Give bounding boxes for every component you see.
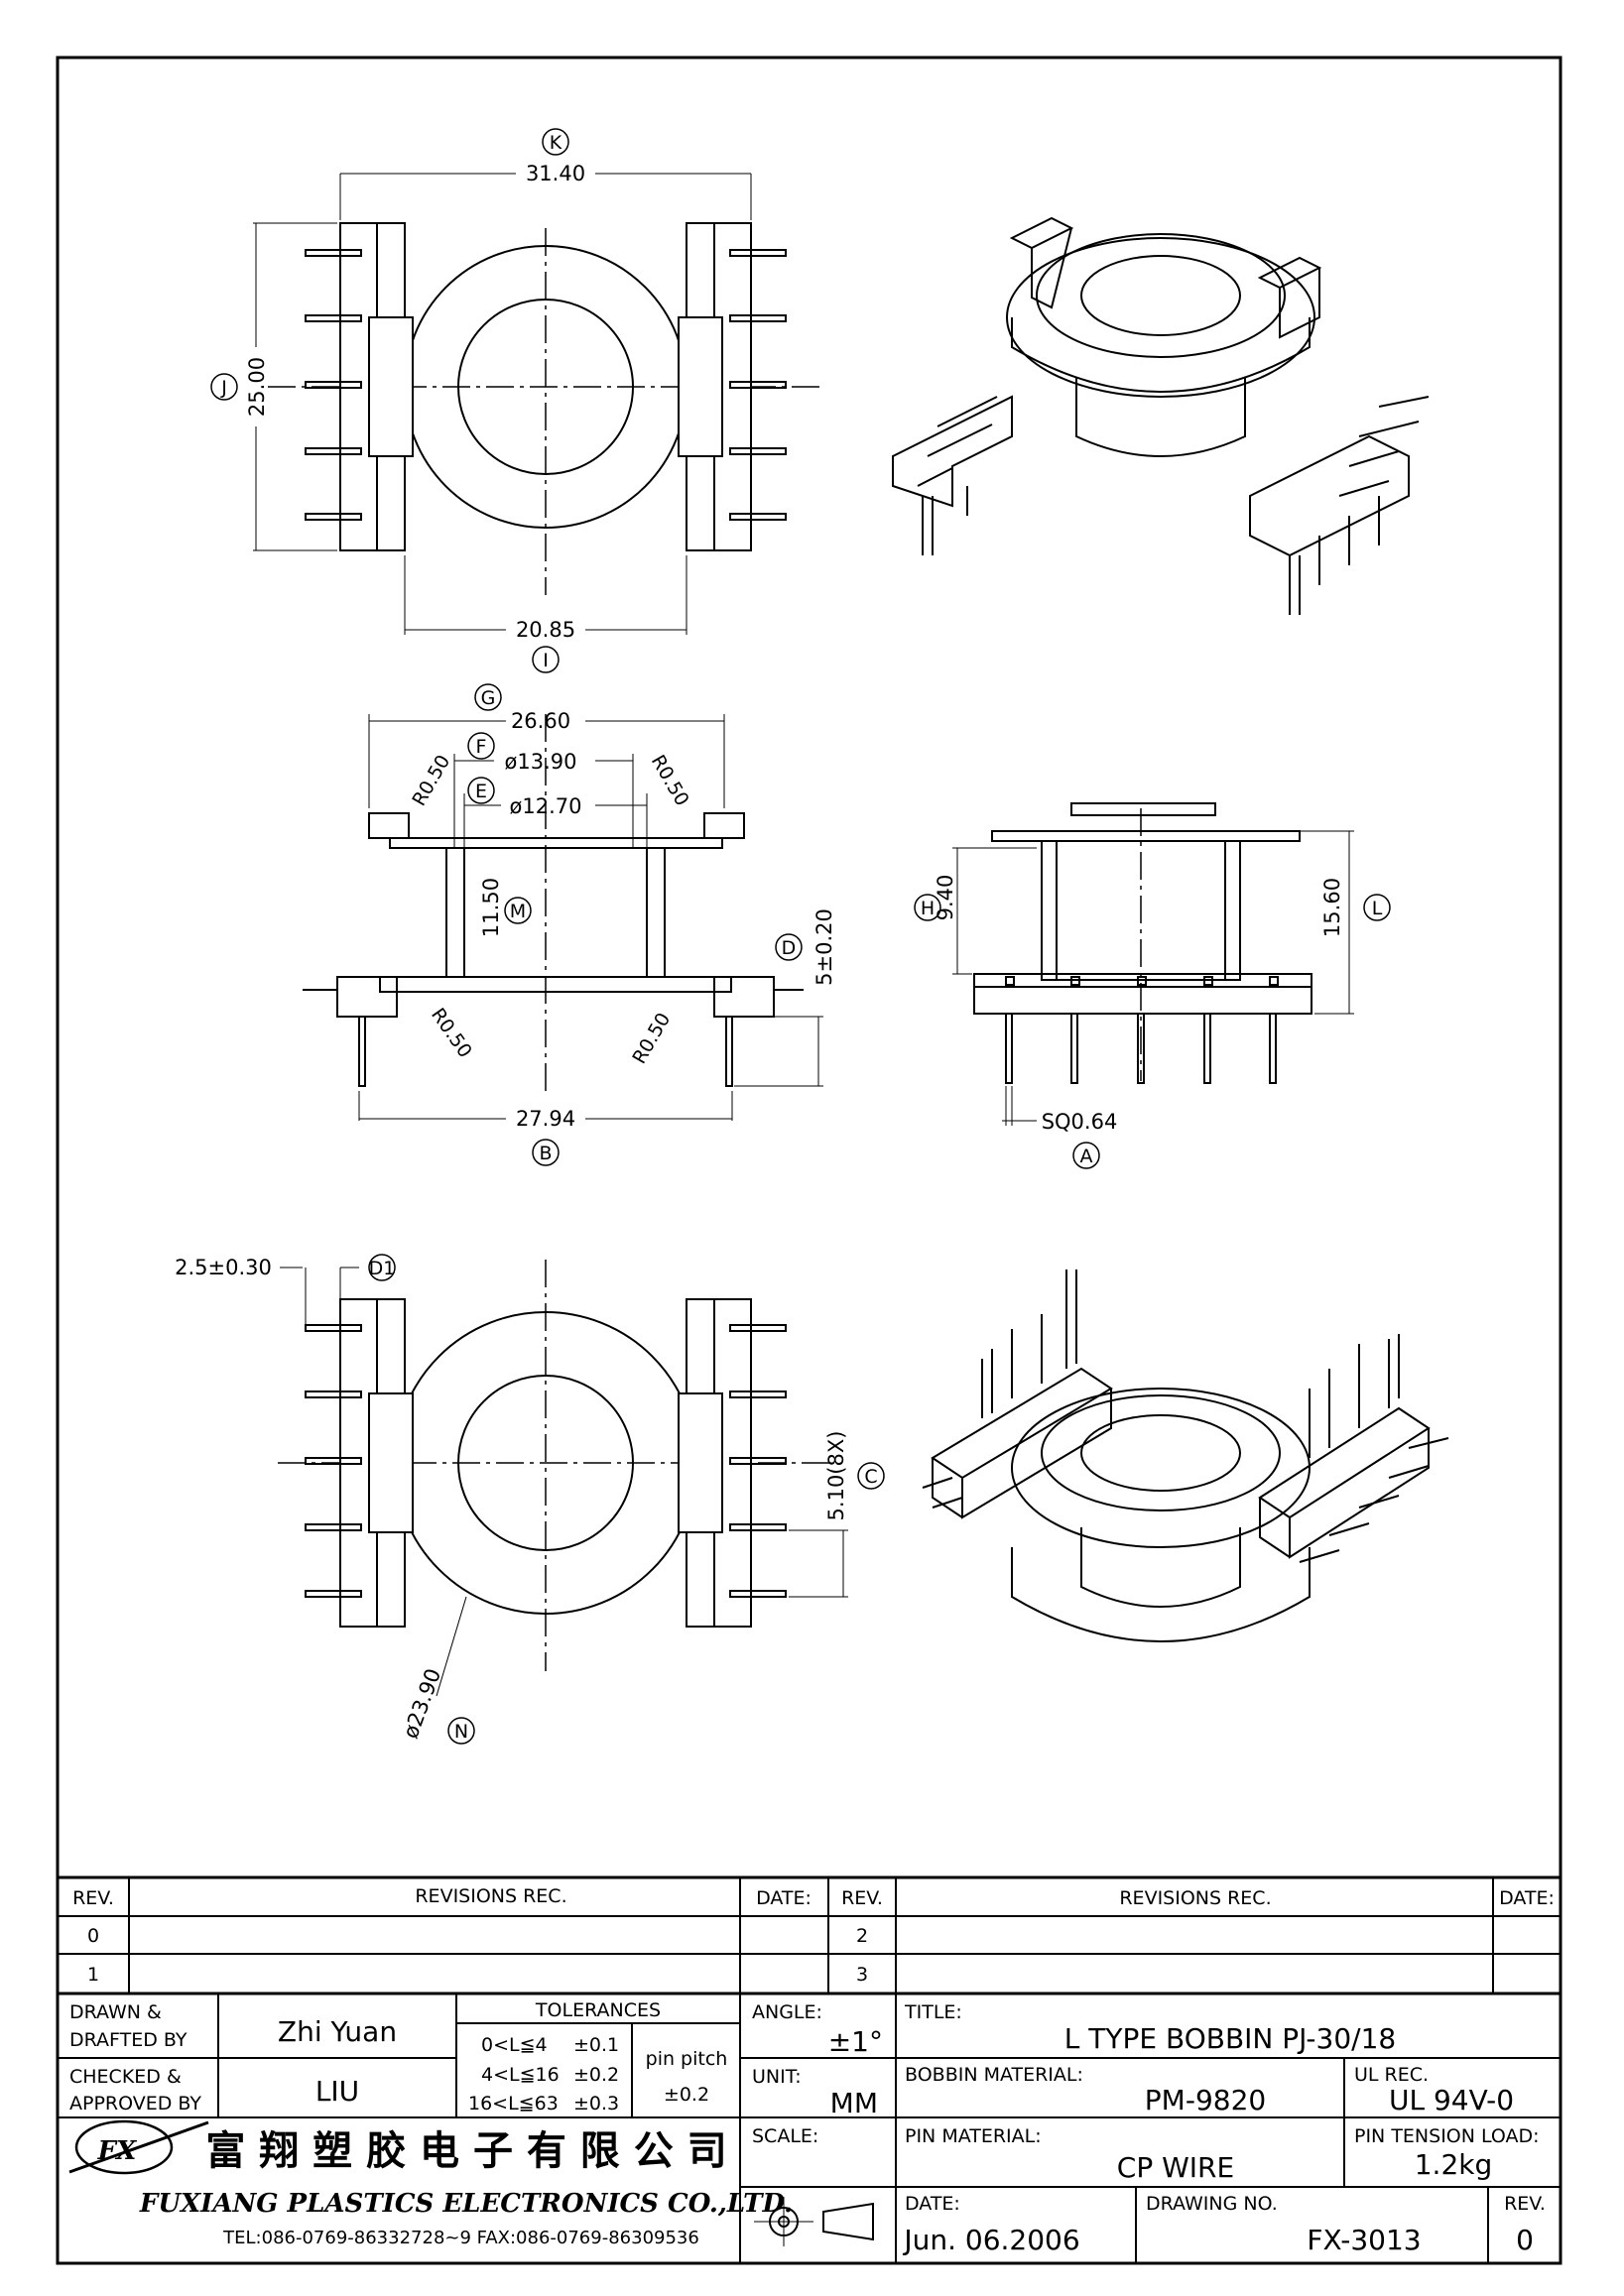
pin-pitch-label: pin pitch xyxy=(646,2048,728,2070)
company-name-cn: 富 翔 塑 胶 电 子 有 限 公 司 xyxy=(205,2127,726,2174)
front-radius-bl: R0.50 xyxy=(427,1005,476,1062)
top-dim-inner: 20.85 xyxy=(516,618,575,642)
front-tag-m: M xyxy=(510,901,526,922)
company-name-en: FUXIANG PLASTICS ELECTRONICS CO.,LTD. xyxy=(139,2189,793,2219)
tolerances-title: TOLERANCES xyxy=(535,1999,661,2021)
rev-row-0: 0 xyxy=(87,1925,99,1947)
tol-value-1: ±0.2 xyxy=(573,2064,619,2086)
checked-label-2: APPROVED BY xyxy=(69,2093,201,2115)
drawn-label-1: DRAWN & xyxy=(69,2001,162,2023)
side-view xyxy=(914,802,1391,1169)
bottom-tag-c: C xyxy=(864,1466,877,1488)
front-dim-od: ø13.90 xyxy=(505,750,577,774)
top-tag-j: J xyxy=(220,377,227,399)
tol-value-2: ±0.3 xyxy=(573,2093,619,2115)
angle-label: ANGLE: xyxy=(752,2001,822,2023)
bottom-view xyxy=(278,1254,885,1745)
front-tag-g: G xyxy=(481,687,496,709)
top-dim-width: 31.40 xyxy=(526,162,585,185)
title-block xyxy=(58,1875,1561,2263)
date-label: DATE: xyxy=(905,2193,960,2215)
rev-row-2: 2 xyxy=(856,1925,868,1947)
date-header-right: DATE: xyxy=(1499,1887,1555,1909)
side-tag-a: A xyxy=(1080,1146,1093,1167)
top-tag-k: K xyxy=(550,132,562,154)
tol-range-2: 16<L≦63 xyxy=(468,2093,559,2115)
checked-value: LIU xyxy=(315,2075,359,2108)
drawing-no-value: FX-3013 xyxy=(1307,2224,1421,2256)
pin-material-value: CP WIRE xyxy=(1117,2151,1234,2184)
pin-tension-label: PIN TENSION LOAD: xyxy=(1354,2125,1540,2147)
pin-material-label: PIN MATERIAL: xyxy=(905,2125,1042,2147)
top-tag-i: I xyxy=(543,650,549,671)
bobbin-material-label: BOBBIN MATERIAL: xyxy=(905,2064,1083,2086)
sheet-border xyxy=(56,56,1562,2265)
scale-label: SCALE: xyxy=(752,2125,818,2147)
checked-label-1: CHECKED & xyxy=(69,2066,182,2088)
drawn-value: Zhi Yuan xyxy=(278,2015,397,2048)
iso-view-top xyxy=(892,216,1430,615)
title-value: L TYPE BOBBIN PJ-30/18 xyxy=(1064,2022,1396,2055)
drawn-label-2: DRAFTED BY xyxy=(69,2029,187,2051)
side-dim-pin: SQ0.64 xyxy=(1042,1110,1118,1134)
drawing-no-label: DRAWING NO. xyxy=(1146,2193,1278,2215)
front-tag-f: F xyxy=(476,736,487,758)
front-dim-base: 5±0.20 xyxy=(812,908,836,986)
company-contact: TEL:086-0769-86332728~9 FAX:086-0769-863… xyxy=(222,2228,699,2248)
pin-pitch-value: ±0.2 xyxy=(664,2084,709,2106)
tol-value-0: ±0.1 xyxy=(573,2034,619,2056)
bobbin-material-value: PM-9820 xyxy=(1145,2084,1266,2116)
front-tag-d: D xyxy=(782,937,797,959)
front-view xyxy=(303,683,823,1166)
side-tag-l: L xyxy=(1372,898,1383,919)
rec-header-right: REVISIONS REC. xyxy=(1119,1887,1271,1909)
company-logo: FX xyxy=(97,2136,138,2166)
bottom-tag-n: N xyxy=(454,1721,468,1743)
angle-value: ±1° xyxy=(828,2025,883,2058)
tol-range-0: 0<L≦4 xyxy=(481,2034,548,2056)
front-tag-e: E xyxy=(475,781,487,802)
front-dim-flange: 26.60 xyxy=(511,709,570,733)
rev-header-left: REV. xyxy=(72,1887,114,1909)
pin-tension-value: 1.2kg xyxy=(1415,2148,1493,2181)
front-dim-pins: 27.94 xyxy=(516,1107,575,1131)
iso-view-bottom xyxy=(922,1269,1449,1642)
front-radius-tr: R0.50 xyxy=(647,751,693,809)
bottom-dim-pitch: 5.10(8X) xyxy=(824,1431,848,1521)
unit-label: UNIT: xyxy=(752,2066,802,2088)
bottom-dim-pin-len: 2.5±0.30 xyxy=(175,1256,272,1279)
side-tag-h: H xyxy=(921,898,935,919)
front-tag-b: B xyxy=(539,1143,552,1164)
date-header-left: DATE: xyxy=(756,1887,812,1909)
front-radius-tl: R0.50 xyxy=(408,751,454,809)
unit-value: MM xyxy=(830,2087,878,2119)
ul-label: UL REC. xyxy=(1354,2064,1429,2086)
bottom-dim-dia: ø23.90 xyxy=(399,1665,446,1742)
rev-row-3: 3 xyxy=(856,1964,868,1986)
top-view xyxy=(210,128,823,673)
bottom-tag-d1: D1 xyxy=(369,1258,396,1279)
front-dim-height: 11.50 xyxy=(479,878,503,937)
top-dim-height: 25.00 xyxy=(245,357,269,417)
rev-value: 0 xyxy=(1516,2224,1534,2256)
front-radius-br: R0.50 xyxy=(628,1009,675,1067)
side-dim-total: 15.60 xyxy=(1320,878,1344,937)
date-value: Jun. 06.2006 xyxy=(902,2224,1079,2256)
ul-value: UL 94V-0 xyxy=(1389,2084,1514,2116)
tol-range-1: 4<L≦16 xyxy=(481,2064,560,2086)
front-dim-id: ø12.70 xyxy=(510,794,582,818)
rec-header-left: REVISIONS REC. xyxy=(415,1885,566,1907)
rev-row-1: 1 xyxy=(87,1964,99,1986)
side-dim-upper: 9.40 xyxy=(934,875,957,921)
rev-label: REV. xyxy=(1504,2193,1546,2215)
title-label: TITLE: xyxy=(904,2001,962,2023)
rev-header-right: REV. xyxy=(841,1887,883,1909)
